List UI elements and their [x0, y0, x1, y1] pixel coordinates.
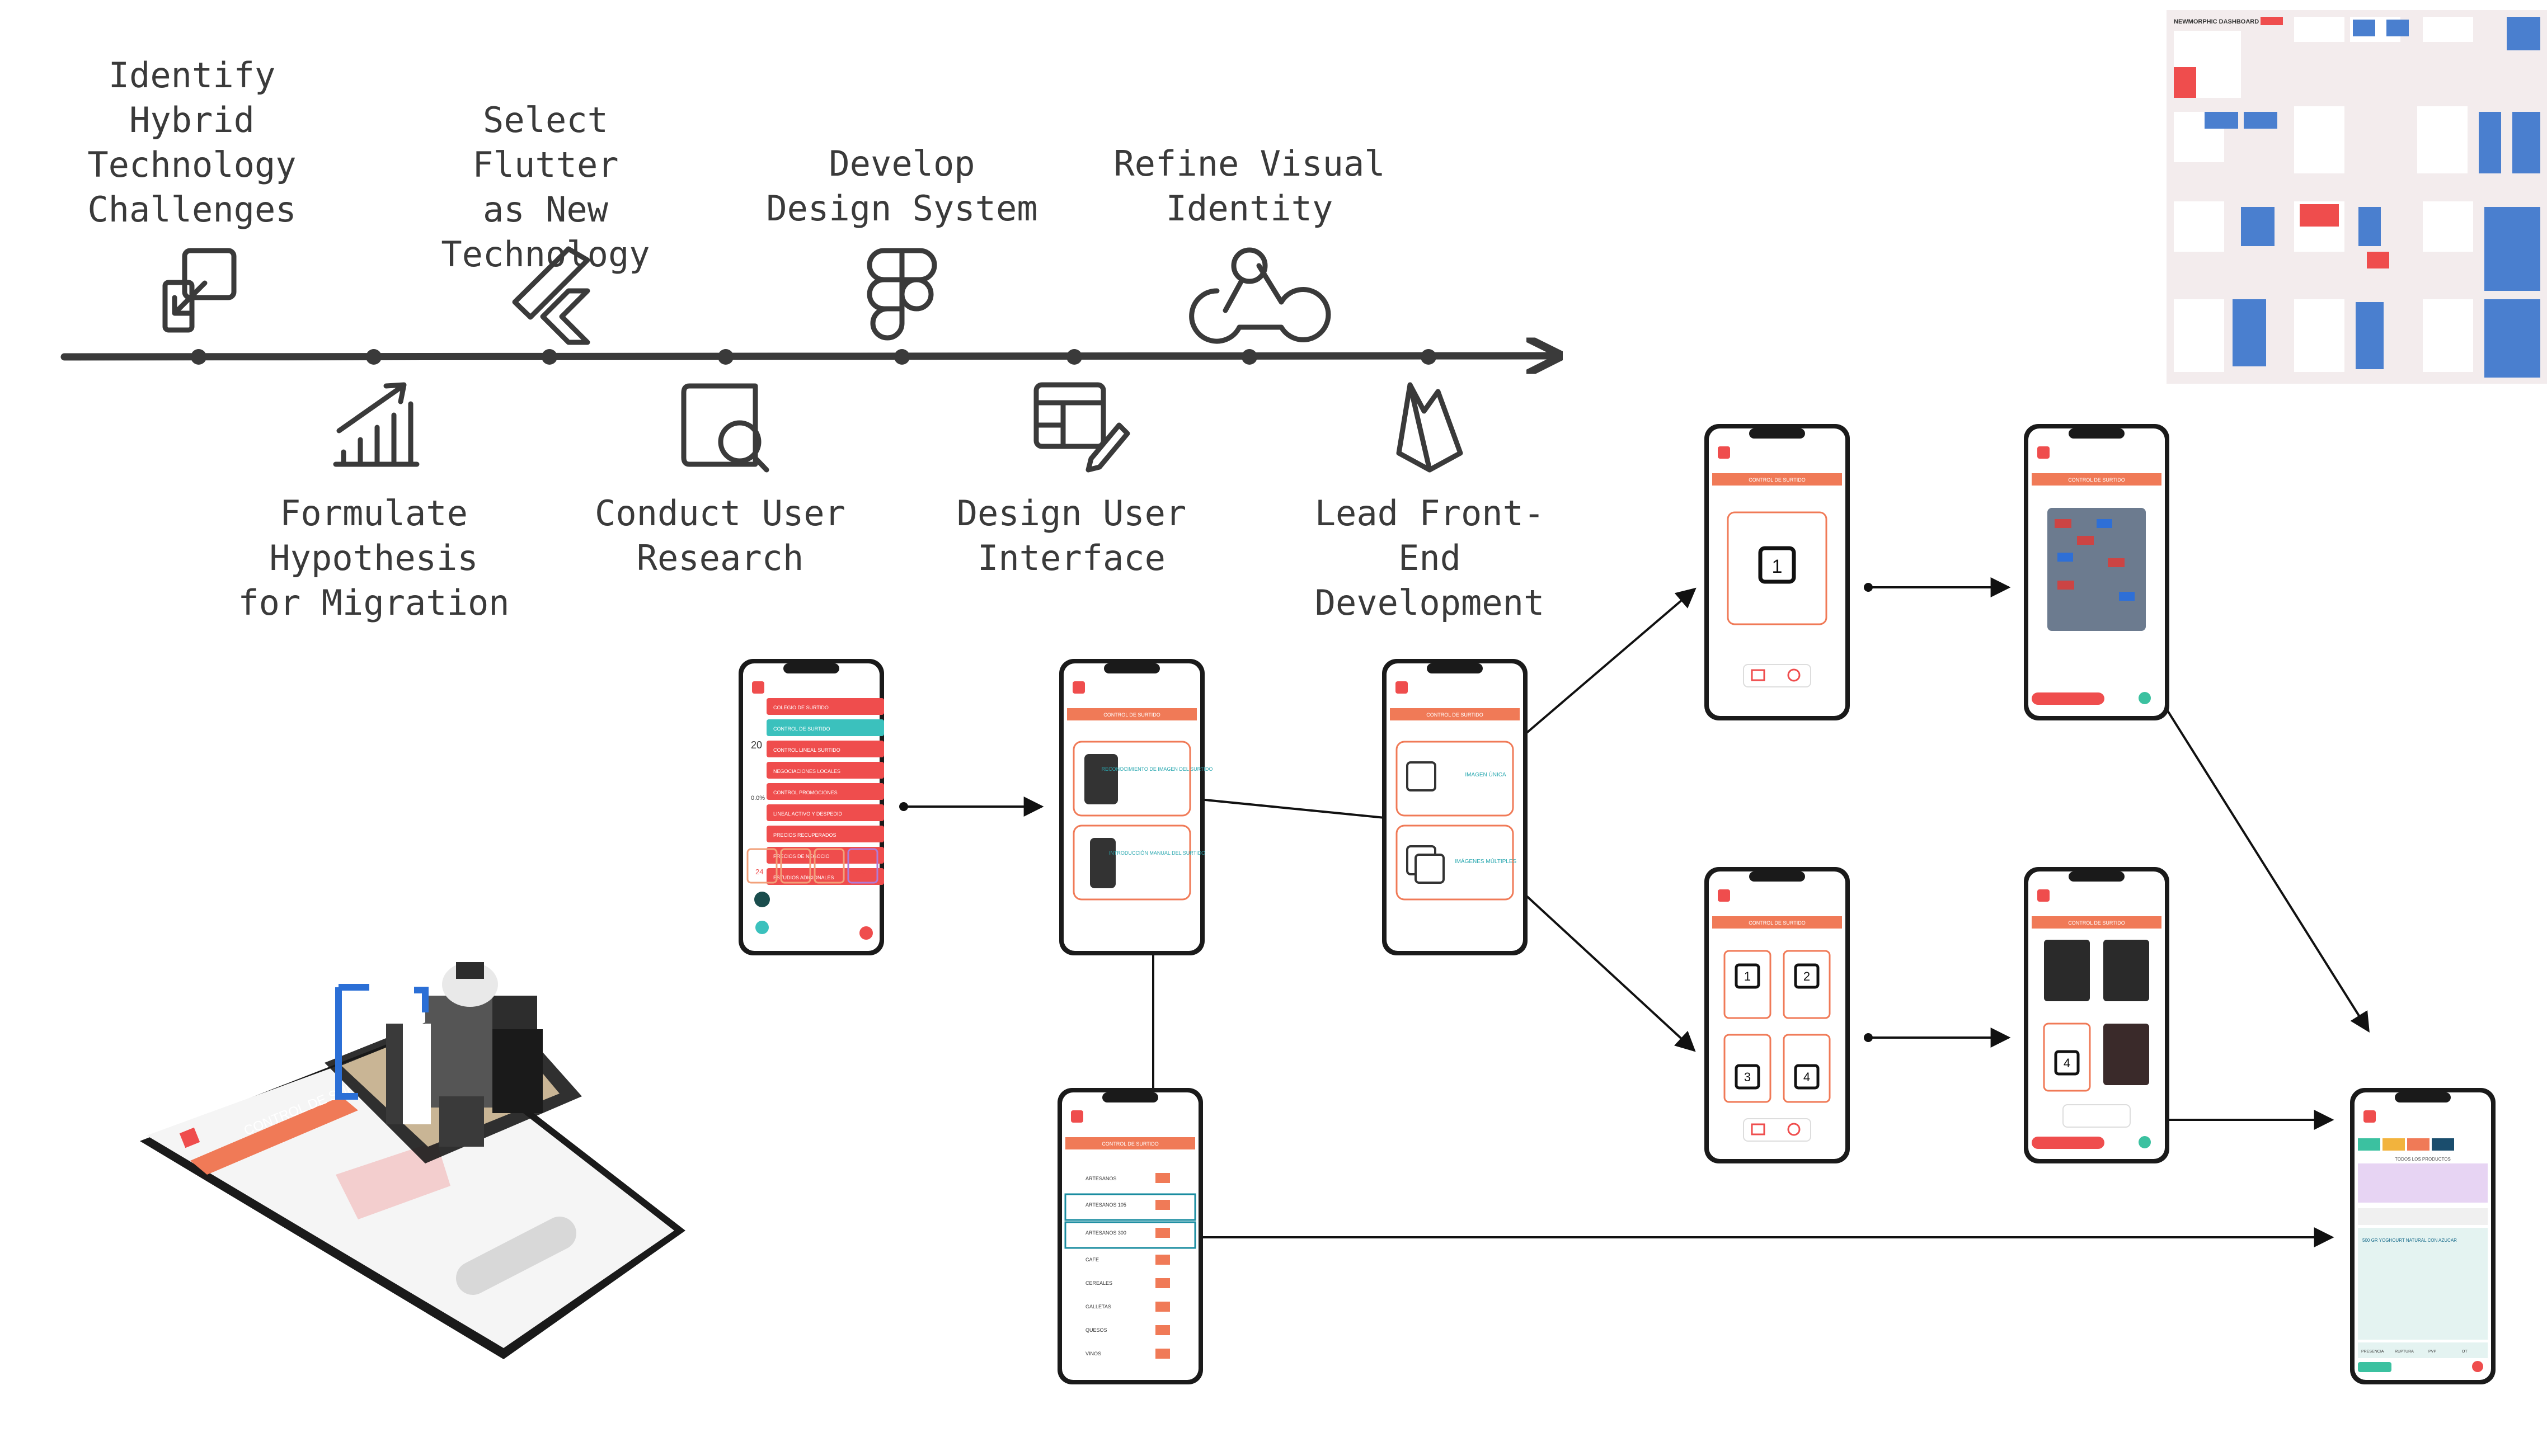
svg-text:CONTROL DE SURTIDO: CONTROL DE SURTIDO	[1426, 712, 1483, 718]
svg-text:RUPTURA: RUPTURA	[2395, 1350, 2414, 1354]
svg-text:0.0%: 0.0%	[751, 795, 765, 802]
svg-text:IMÁGENES MÚLTIPLES: IMÁGENES MÚLTIPLES	[1455, 857, 1517, 865]
phone-single-photo-screen: CONTROL DE SURTIDO	[2024, 424, 2169, 720]
svg-text:0/0: 0/0	[856, 868, 866, 876]
svg-text:ARTESANOS: ARTESANOS	[1085, 1176, 1116, 1181]
svg-text:1: 1	[1772, 556, 1783, 577]
svg-text:QUESOS: QUESOS	[1085, 1327, 1107, 1333]
svg-text:1: 1	[1744, 969, 1751, 983]
svg-text:3: 3	[1744, 1070, 1751, 1084]
svg-text:20: 20	[751, 739, 762, 751]
svg-text:4: 4	[2064, 1056, 2070, 1070]
ar-phone-illustration: CONTROL DE SURTIDO	[140, 962, 685, 1359]
phone-single-capture-screen: CONTROL DE SURTIDO 1	[1704, 424, 1850, 720]
milestone-label-8: Lead Front- End Development	[1314, 493, 1545, 623]
svg-text:CONTROL LINEAL SURTIDO: CONTROL LINEAL SURTIDO	[773, 747, 840, 753]
flutter-icon	[512, 246, 590, 345]
svg-text:ARTESANOS 105: ARTESANOS 105	[1085, 1202, 1126, 1208]
milestone-label-3: Select Flutter as New Technology	[441, 100, 650, 275]
milestone-label-7: Refine Visual Identity	[1113, 143, 1385, 229]
svg-text:PVP: PVP	[2428, 1350, 2436, 1354]
milestone-label-6: Design User Interface	[956, 493, 1187, 578]
svg-text:CONTROL DE SURTIDO: CONTROL DE SURTIDO	[1749, 477, 1806, 483]
svg-text:CONTROL DE SURTIDO: CONTROL DE SURTIDO	[2068, 477, 2125, 483]
svg-text:2: 2	[1803, 969, 1810, 983]
svg-text:4: 4	[1803, 1070, 1810, 1084]
webhook-icon	[1189, 247, 1331, 344]
milestone-label-2: Formulate Hypothesis for Migration	[238, 493, 510, 623]
svg-text:PRESENCIA: PRESENCIA	[2361, 1350, 2384, 1354]
svg-text:24: 24	[755, 868, 763, 876]
firebase-icon	[1396, 382, 1463, 473]
phone-multi-capture-screen: CONTROL DE SURTIDO 1 2 3 4	[1704, 867, 1850, 1163]
svg-text:INTRODUCCIÓN MANUAL DEL SURTID: INTRODUCCIÓN MANUAL DEL SURTIDO	[1109, 850, 1205, 856]
svg-text:3/3: 3/3	[823, 868, 833, 876]
svg-text:CONTROL DE SURTIDO: CONTROL DE SURTIDO	[1103, 712, 1160, 718]
timeline-axis	[60, 349, 1556, 365]
phone-menu-screen: COLEGIO DE SURTIDO CONTROL DE SURTIDO CON…	[739, 659, 884, 955]
svg-text:CONTROL PROMOCIONES: CONTROL PROMOCIONES	[773, 790, 838, 795]
svg-text:CONTROL DE SURTIDO: CONTROL DE SURTIDO	[1749, 920, 1806, 926]
svg-text:PRECIOS RECUPERADOS: PRECIOS RECUPERADOS	[773, 832, 837, 838]
svg-text:CEREALES: CEREALES	[1085, 1280, 1112, 1286]
design-system-thumbnail: NEWMORPHIC DASHBOARD	[2167, 10, 2547, 384]
milestone-label-5: Develop Design System	[766, 143, 1038, 229]
research-book-icon	[681, 383, 769, 473]
figma-icon	[867, 248, 937, 341]
expand-icon	[162, 248, 237, 333]
svg-text:ARTESANOS 300: ARTESANOS 300	[1085, 1230, 1126, 1236]
svg-text:CONTROL DE SURTIDO: CONTROL DE SURTIDO	[773, 726, 830, 732]
svg-text:COLEGIO DE SURTIDO: COLEGIO DE SURTIDO	[773, 705, 829, 710]
phone-multi-photo-screen: CONTROL DE SURTIDO 4	[2024, 867, 2169, 1163]
svg-text:VINOS: VINOS	[1085, 1351, 1101, 1356]
growth-chart-icon	[333, 382, 420, 467]
svg-text:CAFE: CAFE	[1085, 1257, 1099, 1262]
svg-text:CONTROL DE SURTIDO: CONTROL DE SURTIDO	[1102, 1141, 1159, 1147]
milestone-label-4: Conduct User Research	[595, 493, 845, 578]
svg-text:LINEAL ACTIVO Y DESPEDID: LINEAL ACTIVO Y DESPEDID	[773, 811, 842, 817]
phone-detail-screen: TODOS LOS PRODUCTOS 500 GR YOGHOURT NATU…	[2350, 1088, 2496, 1384]
phone-image-count-screen: CONTROL DE SURTIDO IMAGEN ÚNICA IMÁGENES…	[1382, 659, 1528, 955]
ui-design-icon	[1033, 382, 1130, 473]
svg-text:TODOS LOS PRODUCTOS: TODOS LOS PRODUCTOS	[2395, 1157, 2451, 1162]
svg-text:NEGOCIACIONES LOCALES: NEGOCIACIONES LOCALES	[773, 769, 840, 774]
svg-text:RECONOCIMIENTO DE IMAGEN DEL S: RECONOCIMIENTO DE IMAGEN DEL SURTIDO	[1102, 766, 1213, 772]
phone-mode-select-screen: CONTROL DE SURTIDO RECONOCIMIENTO DE IMA…	[1059, 659, 1213, 955]
svg-text:500 GR YOGHOURT NATURAL CON AZ: 500 GR YOGHOURT NATURAL CON AZUCAR	[2362, 1238, 2457, 1243]
svg-text:ESTUDIOS ADICIONALES: ESTUDIOS ADICIONALES	[773, 875, 834, 880]
svg-text:GALLETAS: GALLETAS	[1085, 1304, 1111, 1309]
svg-text:CONTROL DE SURTIDO: CONTROL DE SURTIDO	[2068, 920, 2125, 926]
milestone-label-1: Identify Hybrid Technology Challenges	[87, 55, 297, 230]
svg-text:PRECIOS DE NEGOCIO: PRECIOS DE NEGOCIO	[773, 854, 830, 859]
thumbnail-title: NEWMORPHIC DASHBOARD	[2174, 18, 2259, 25]
svg-text:0: 0	[792, 868, 796, 876]
svg-text:IMAGEN ÚNICA: IMAGEN ÚNICA	[1465, 771, 1506, 778]
phone-categories-screen: CONTROL DE SURTIDO ARTESANOS ARTESANOS 10…	[1058, 1088, 1203, 1384]
svg-text:OT: OT	[2462, 1350, 2468, 1354]
